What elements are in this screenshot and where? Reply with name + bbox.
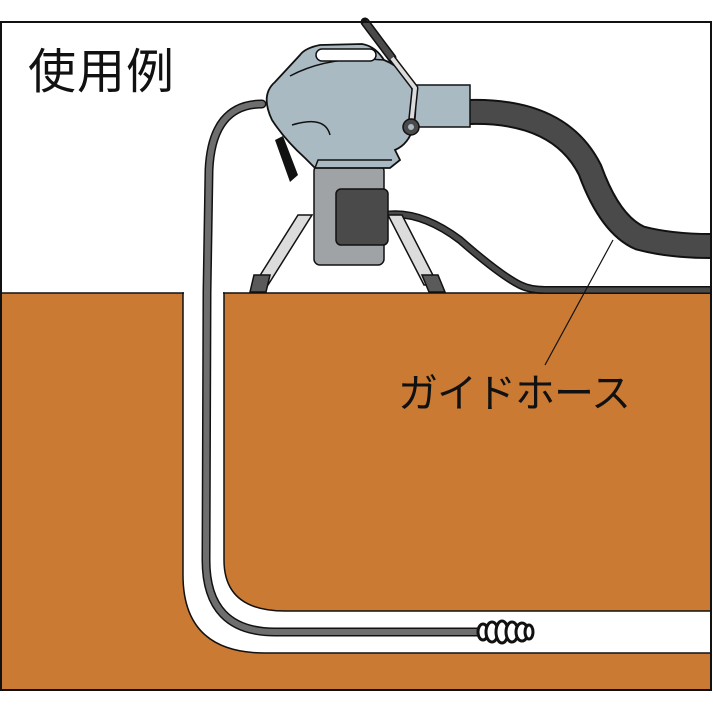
tripod-stand bbox=[249, 136, 447, 293]
callout-leader-line bbox=[544, 239, 614, 366]
page-title: 使用例 bbox=[28, 44, 176, 100]
switch-box bbox=[335, 188, 389, 246]
guide-hose-label: ガイドホース bbox=[398, 371, 631, 417]
carry-handle[interactable] bbox=[315, 48, 377, 62]
drum-outlet bbox=[409, 84, 471, 128]
cutter-head bbox=[476, 619, 535, 645]
frame-border bbox=[0, 21, 712, 691]
